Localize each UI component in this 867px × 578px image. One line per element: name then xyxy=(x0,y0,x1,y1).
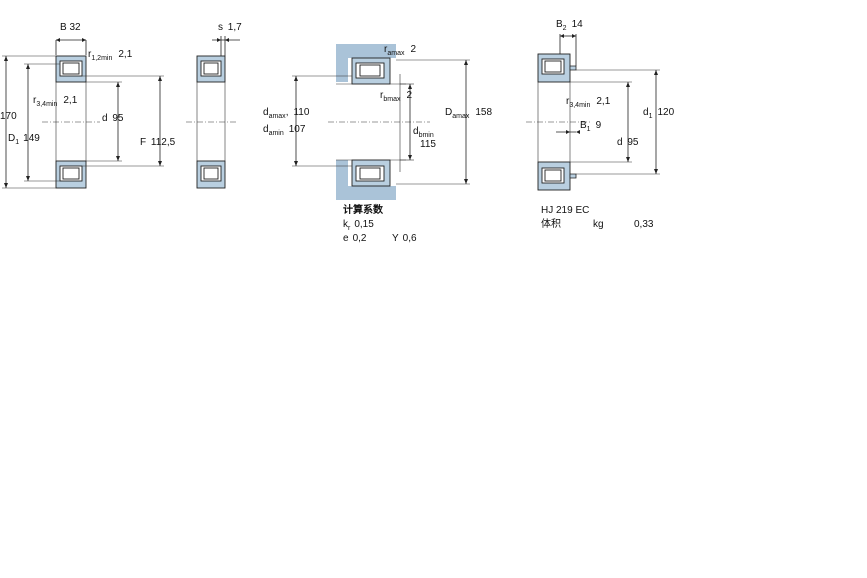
calc-factors-title: 计算系数 xyxy=(343,203,384,216)
dim-s-label: s 1,7 xyxy=(218,22,242,33)
view-axial-displacement: s 1,7 xyxy=(186,22,242,189)
dim-bore-d-label: d 95 xyxy=(102,113,124,124)
dim-f-label: F 112,5 xyxy=(140,137,176,148)
dim-db-value: 115 xyxy=(420,139,436,150)
dim-d-ring-label: d 95 xyxy=(617,137,639,148)
mass-unit: kg xyxy=(593,219,604,230)
dim-db-label: dbmin xyxy=(413,126,434,139)
mass-value: 0,33 xyxy=(634,219,654,230)
dim-outer-d-label: 170 xyxy=(0,111,17,122)
mass-label: 体积 xyxy=(541,218,561,230)
angle-ring-designation: HJ 219 EC xyxy=(541,205,589,216)
dim-damax-label: damax,110 xyxy=(263,107,310,120)
dim-b-label: B 32 xyxy=(60,22,81,33)
